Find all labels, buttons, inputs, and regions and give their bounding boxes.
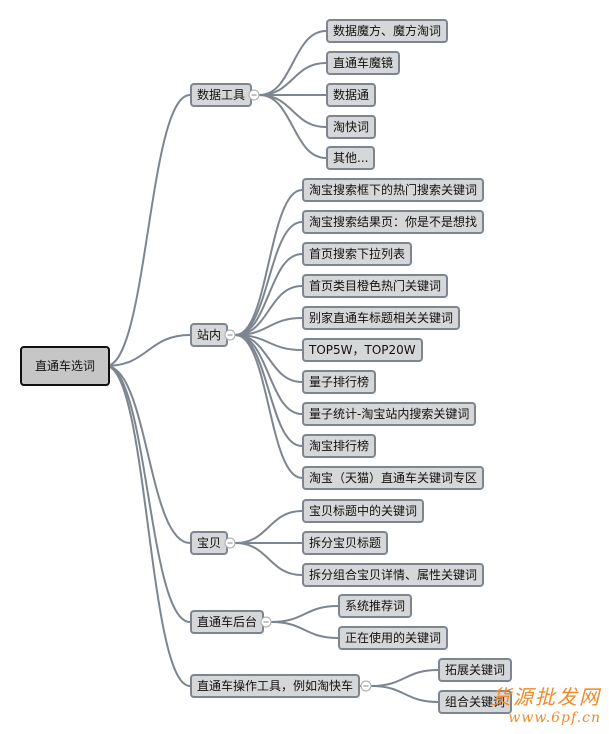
leaf-node[interactable]: 正在使用的关键词: [338, 626, 449, 650]
leaf-node[interactable]: TOP5W，TOP20W: [302, 338, 423, 362]
leaf-node[interactable]: 数据魔方、魔方淘词: [326, 19, 449, 43]
collapse-toggle-icon[interactable]: [224, 537, 236, 549]
root-branch-link: [105, 365, 191, 687]
leaf-node[interactable]: 系统推荐词: [338, 594, 413, 618]
branch-leaf-link: [235, 334, 303, 479]
leaf-node[interactable]: 宝贝标题中的关键词: [302, 499, 425, 523]
branch-leaf-link: [371, 685, 439, 703]
branch-data-tools[interactable]: 数据工具: [190, 83, 253, 107]
leaf-node[interactable]: 量子排行榜: [302, 370, 377, 394]
branch-leaf-link: [259, 94, 327, 159]
branch-leaf-link: [235, 285, 303, 336]
leaf-node[interactable]: 淘快词: [326, 115, 377, 139]
root-branch-link: [105, 94, 191, 367]
branch-leaf-link: [235, 189, 303, 336]
branch-leaf-link: [235, 334, 303, 447]
root-branch-link: [105, 334, 191, 367]
root-node[interactable]: 直通车选词: [20, 346, 110, 386]
leaf-node[interactable]: 淘宝排行榜: [302, 434, 377, 458]
branch-item[interactable]: 宝贝: [190, 531, 229, 555]
leaf-node[interactable]: 量子统计-淘宝站内搜索关键词: [302, 402, 477, 426]
branch-on-site[interactable]: 站内: [190, 323, 229, 347]
branch-leaf-link: [271, 621, 339, 639]
branch-leaf-link: [259, 30, 327, 96]
leaf-node[interactable]: 首页搜索下拉列表: [302, 242, 413, 266]
root-branch-link: [105, 365, 191, 544]
leaf-node[interactable]: 其他...: [326, 146, 376, 170]
collapse-toggle-icon[interactable]: [260, 616, 272, 628]
branch-tools[interactable]: 直通车操作工具，例如淘快车: [190, 674, 361, 698]
branch-leaf-link: [235, 510, 303, 544]
branch-leaf-link: [235, 542, 303, 576]
leaf-node[interactable]: 淘宝搜索结果页：你是不是想找: [302, 210, 485, 234]
leaf-node[interactable]: 淘宝搜索框下的热门搜索关键词: [302, 178, 485, 202]
branch-leaf-link: [271, 605, 339, 623]
branch-leaf-link: [259, 62, 327, 96]
branch-leaf-link: [259, 94, 327, 128]
branch-leaf-link: [371, 669, 439, 687]
branch-leaf-link: [235, 221, 303, 336]
leaf-node[interactable]: 拆分宝贝标题: [302, 531, 389, 555]
collapse-toggle-icon[interactable]: [248, 89, 260, 101]
leaf-node[interactable]: 拓展关键词: [438, 658, 513, 682]
branch-leaf-link: [235, 253, 303, 336]
collapse-toggle-icon[interactable]: [360, 680, 372, 692]
branch-backend[interactable]: 直通车后台: [190, 610, 265, 634]
leaf-node[interactable]: 组合关键词: [438, 690, 513, 714]
leaf-node[interactable]: 数据通: [326, 83, 377, 107]
leaf-node[interactable]: 别家直通车标题相关关键词: [302, 306, 461, 330]
leaf-node[interactable]: 首页类目橙色热门关键词: [302, 274, 449, 298]
leaf-node[interactable]: 直通车魔镜: [326, 51, 401, 75]
leaf-node[interactable]: 拆分组合宝贝详情、属性关键词: [302, 563, 485, 587]
root-branch-link: [105, 365, 191, 623]
leaf-node[interactable]: 淘宝（天猫）直通车关键词专区: [302, 466, 485, 490]
collapse-toggle-icon[interactable]: [224, 329, 236, 341]
